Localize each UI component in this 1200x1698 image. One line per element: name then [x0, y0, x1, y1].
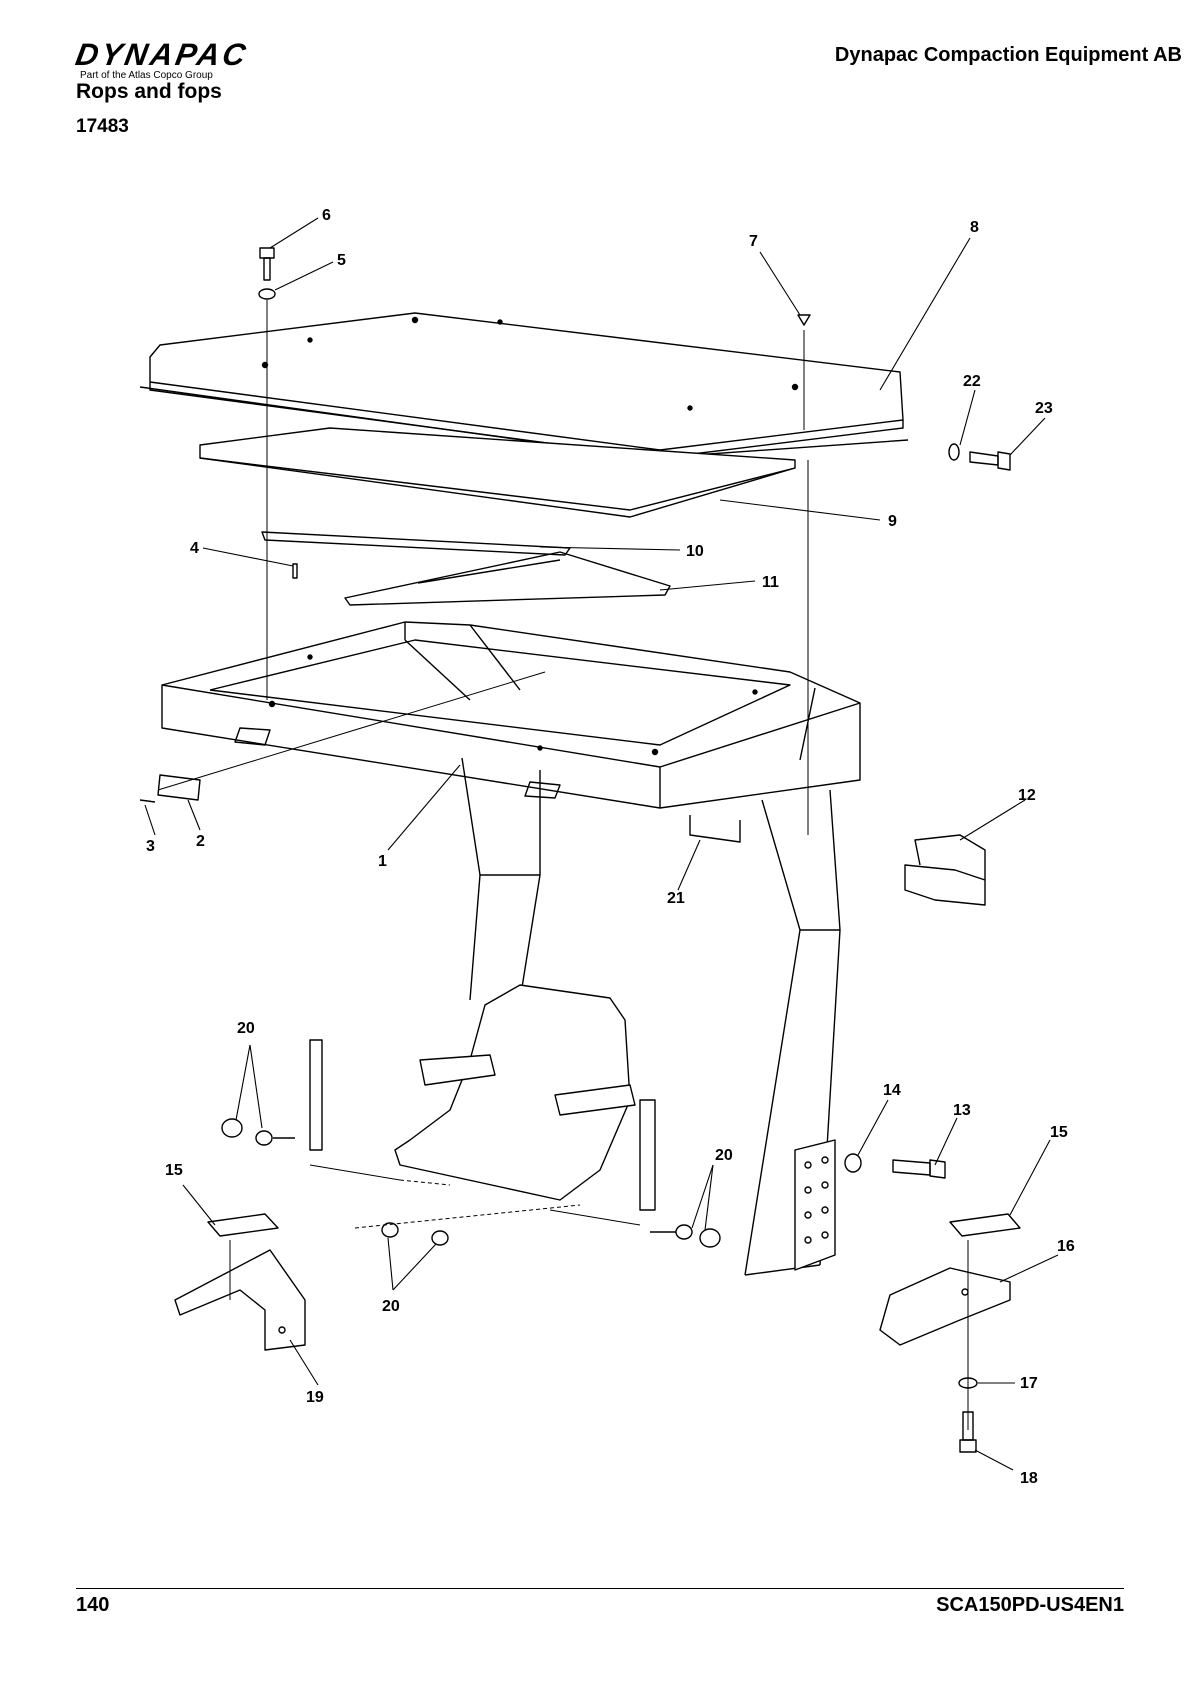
drawing-reference: 17483 [76, 116, 129, 137]
footer-rule [76, 1588, 1124, 1589]
callout-label: 11 [762, 574, 779, 591]
post-plate [794, 1139, 836, 1271]
left-mount [174, 1213, 306, 1351]
frame-posts [461, 757, 841, 1276]
callout-label: 6 [322, 207, 331, 224]
callout-label: 5 [337, 252, 346, 269]
callout-label: 13 [953, 1102, 971, 1119]
callout-leaders [144, 217, 1059, 1471]
page-title: Rops and fops [76, 80, 222, 103]
callout-label: 21 [667, 890, 685, 907]
small-brackets [139, 727, 986, 906]
callout-label: 15 [1050, 1124, 1068, 1141]
seat-hardware [221, 1039, 721, 1248]
callout-label: 9 [888, 513, 897, 530]
callout-label: 4 [190, 540, 199, 557]
callout-label: 19 [306, 1389, 324, 1406]
callout-label: 2 [196, 833, 205, 850]
page-number: 140 [76, 1594, 110, 1616]
callout-label: 1 [378, 853, 387, 870]
bolt-13-14 [844, 1153, 946, 1179]
callout-label: 20 [715, 1147, 733, 1164]
callout-label: 18 [1020, 1470, 1038, 1487]
callout-label: 3 [146, 838, 155, 855]
roof-panel [139, 312, 909, 459]
callout-label: 20 [382, 1298, 400, 1315]
callout-label: 16 [1057, 1238, 1075, 1255]
dynapac-logo: DYNAPAC Part of the Atlas Copco Group [73, 37, 286, 82]
callout-label: 12 [1018, 787, 1036, 804]
document-code: SCA150PD-US4EN1 [936, 1594, 1124, 1616]
company-name: Dynapac Compaction Equipment AB [834, 44, 1182, 66]
rops-frame [161, 621, 861, 809]
cross-strips [261, 531, 671, 606]
operator-seat [394, 984, 636, 1201]
callout-label: 14 [883, 1082, 901, 1099]
top-fasteners [258, 247, 1011, 579]
callout-label: 7 [749, 233, 758, 250]
callout-labels: 1 2 3 4 5 6 7 8 9 10 11 12 13 14 15 15 1… [146, 207, 1075, 1487]
inner-panel [199, 427, 796, 518]
right-mount [879, 1213, 1021, 1346]
callout-label: 8 [970, 219, 979, 236]
callout-label: 15 [165, 1162, 183, 1179]
callout-label: 23 [1035, 400, 1053, 417]
callout-label: 17 [1020, 1375, 1038, 1392]
callout-label: 20 [237, 1020, 255, 1037]
logo-tagline: Part of the Atlas Copco Group [80, 70, 213, 81]
callout-label: 10 [686, 543, 704, 560]
callout-label: 22 [963, 373, 981, 390]
alignment-lines [157, 300, 969, 1430]
